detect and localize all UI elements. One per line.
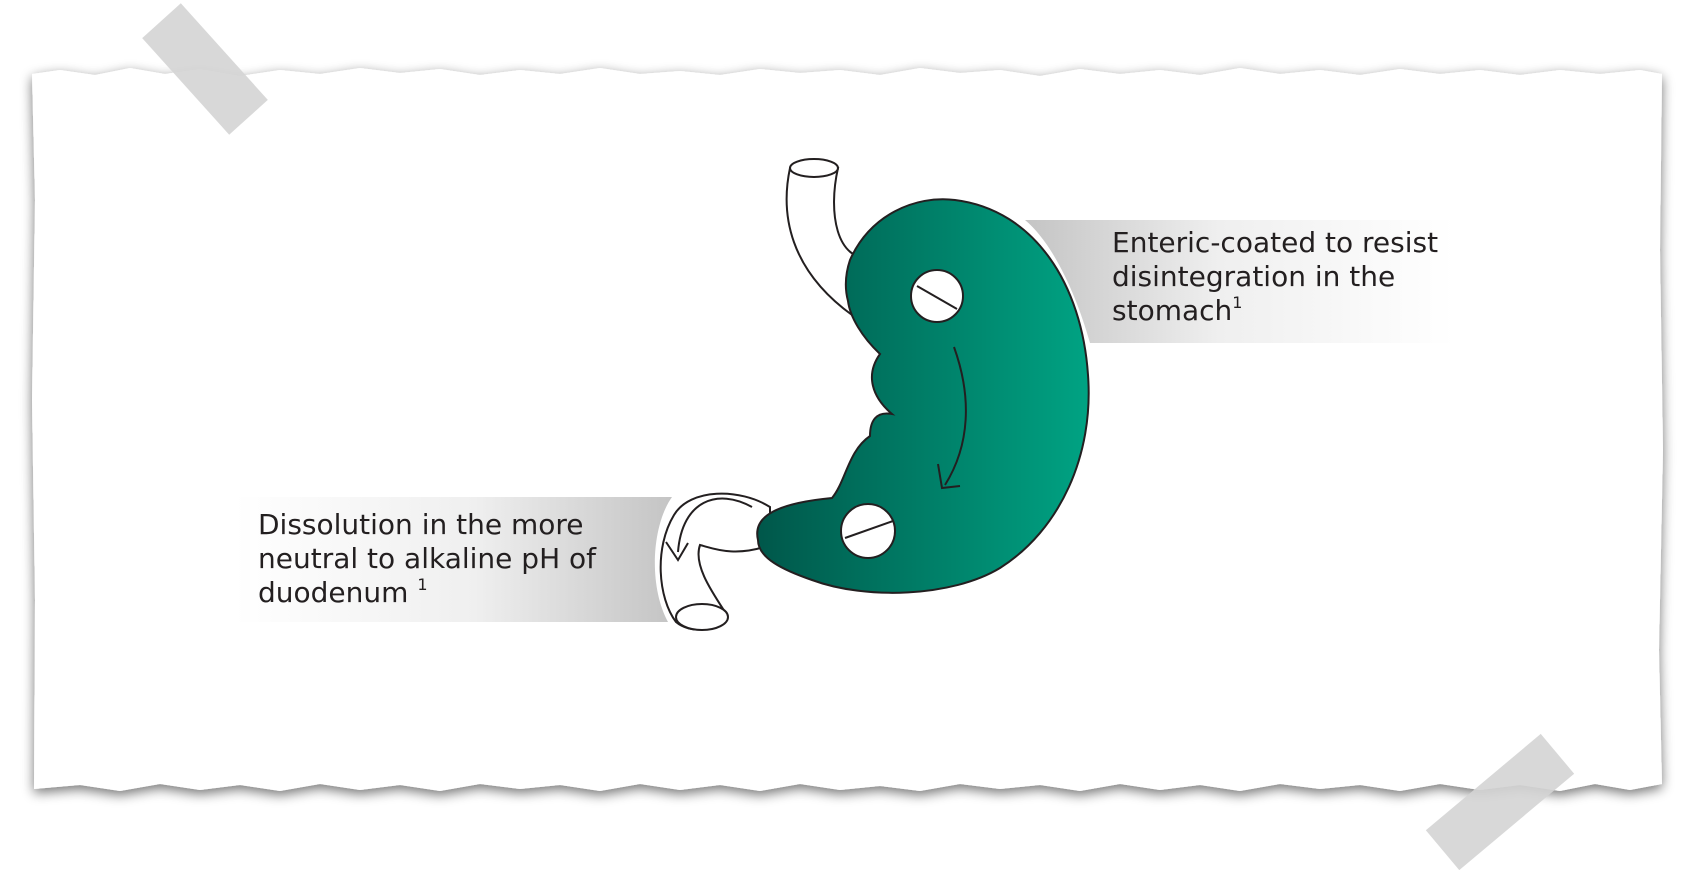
duodenum-opening <box>675 603 729 631</box>
label-dissolution-line2: neutral to alkaline pH of <box>258 542 597 575</box>
callout-bar-enteric <box>1025 220 1455 343</box>
label-dissolution-word: duodenum <box>258 576 409 609</box>
tape-bottom-right <box>1425 733 1575 870</box>
duodenum-flow-arrow <box>677 497 753 553</box>
stomach-flow-arrow <box>944 346 967 486</box>
label-enteric-coated: Enteric-coated to resist disintegration … <box>1112 226 1438 328</box>
tape-top-left <box>142 3 268 135</box>
label-enteric-line3: stomach1 <box>1112 294 1438 328</box>
label-dissolution-line1: Dissolution in the more <box>258 508 584 541</box>
duodenum-arrowhead-icon <box>665 541 689 562</box>
stomach <box>756 198 1090 594</box>
tablet-coated-icon <box>910 269 964 323</box>
tablet-dissolving-icon <box>840 503 896 559</box>
esophagus-opening <box>789 158 839 178</box>
label-dissolution-line3: duodenum 1 <box>258 576 596 610</box>
footnote-marker: 1 <box>417 575 428 594</box>
footnote-marker: 1 <box>1232 293 1243 312</box>
label-enteric-line2: disintegration in the <box>1112 260 1396 293</box>
label-enteric-line1: Enteric-coated to resist <box>1112 226 1439 259</box>
stomach-arrowhead-icon <box>937 463 961 490</box>
torn-paper-sheet <box>32 68 1663 791</box>
label-dissolution: Dissolution in the more neutral to alkal… <box>258 508 596 610</box>
label-enteric-word: stomach <box>1112 294 1233 327</box>
callout-bar-dissolution <box>235 497 672 622</box>
